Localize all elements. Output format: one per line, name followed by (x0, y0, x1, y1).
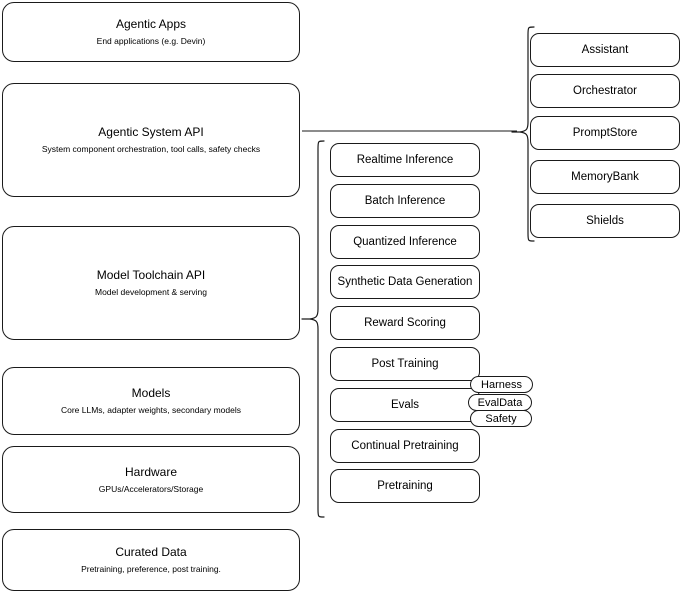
toolchain-label: Post Training (371, 358, 439, 370)
layer-subtitle: End applications (e.g. Devin) (96, 36, 206, 46)
toolchain-box-quantized-inference[interactable]: Quantized Inference (330, 225, 480, 259)
layer-box-hardware[interactable]: Hardware GPUs/Accelerators/Storage (2, 446, 300, 513)
system-box-assistant[interactable]: Assistant (530, 33, 680, 67)
toolchain-label: Reward Scoring (364, 317, 446, 329)
system-label: Shields (586, 215, 624, 227)
evals-chip-label: EvalData (477, 396, 523, 409)
toolchain-box-continual-pretraining[interactable]: Continual Pretraining (330, 429, 480, 463)
layer-subtitle: Core LLMs, adapter weights, secondary mo… (60, 405, 241, 415)
layer-box-agentic-system-api[interactable]: Agentic System API System component orch… (2, 83, 300, 197)
system-box-promptstore[interactable]: PromptStore (530, 116, 680, 150)
brace-toolchain-components (296, 138, 330, 520)
layer-subtitle: GPUs/Accelerators/Storage (98, 483, 204, 494)
brace-system-components (510, 24, 538, 244)
toolchain-label: Continual Pretraining (351, 440, 459, 452)
layer-title: Agentic Apps (115, 17, 187, 31)
toolchain-box-synthetic-data-generation[interactable]: Synthetic Data Generation (330, 265, 480, 299)
toolchain-box-pretraining[interactable]: Pretraining (330, 469, 480, 503)
layer-box-agentic-apps[interactable]: Agentic Apps End applications (e.g. Devi… (2, 2, 300, 62)
layer-box-models[interactable]: Models Core LLMs, adapter weights, secon… (2, 367, 300, 435)
evals-chip-label: Harness (481, 378, 522, 391)
layer-subtitle: Pretraining, preference, post training. (81, 564, 221, 574)
toolchain-label: Quantized Inference (353, 236, 457, 248)
evals-chip-evaldata[interactable]: EvalData (468, 394, 532, 411)
layer-title: Agentic System API (98, 125, 204, 139)
connector-system-api-to-components (300, 120, 520, 146)
layer-box-model-toolchain-api[interactable]: Model Toolchain API Model development & … (2, 226, 300, 340)
system-box-shields[interactable]: Shields (530, 204, 680, 238)
system-box-orchestrator[interactable]: Orchestrator (530, 74, 680, 108)
toolchain-label: Realtime Inference (356, 154, 454, 166)
system-label: Assistant (581, 44, 629, 56)
evals-chip-safety[interactable]: Safety (470, 410, 532, 427)
layer-subtitle: System component orchestration, tool cal… (41, 144, 261, 154)
toolchain-label: Batch Inference (364, 195, 446, 207)
layer-title: Model Toolchain API (96, 268, 206, 282)
evals-chip-harness[interactable]: Harness (470, 376, 533, 393)
toolchain-label: Pretraining (377, 480, 433, 492)
layer-subtitle: Model development & serving (95, 287, 207, 297)
toolchain-label: Synthetic Data Generation (337, 276, 473, 288)
layer-title: Curated Data (115, 545, 187, 559)
layer-title: Models (131, 386, 171, 400)
toolchain-box-reward-scoring[interactable]: Reward Scoring (330, 306, 480, 340)
system-label: PromptStore (572, 127, 638, 139)
system-label: Orchestrator (573, 85, 637, 97)
system-label: MemoryBank (571, 171, 639, 183)
toolchain-box-realtime-inference[interactable]: Realtime Inference (330, 143, 480, 177)
toolchain-box-batch-inference[interactable]: Batch Inference (330, 184, 480, 218)
toolchain-box-post-training[interactable]: Post Training (330, 347, 480, 381)
evals-chip-label: Safety (485, 412, 517, 425)
layer-box-curated-data[interactable]: Curated Data Pretraining, preference, po… (2, 529, 300, 591)
toolchain-box-evals[interactable]: Evals (330, 388, 480, 422)
system-box-memorybank[interactable]: MemoryBank (530, 160, 680, 194)
toolchain-label: Evals (390, 399, 420, 411)
layer-title: Hardware (124, 464, 178, 479)
